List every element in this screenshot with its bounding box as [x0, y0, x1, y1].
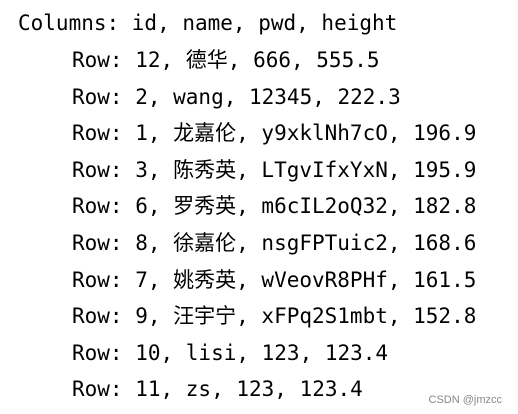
result-row: Row: 6, 罗秀英, m6cIL2oQ32, 182.8	[72, 194, 477, 218]
result-row: Row: 8, 徐嘉伦, nsgFPTuic2, 168.6	[72, 231, 477, 255]
result-row: Row: 2, wang, 12345, 222.3	[72, 85, 401, 109]
result-row: Row: 7, 姚秀英, wVeovR8PHf, 161.5	[72, 268, 477, 292]
columns-header: Columns: id, name, pwd, height	[18, 11, 398, 35]
result-row: Row: 10, lisi, 123, 123.4	[72, 341, 389, 365]
result-row: Row: 3, 陈秀英, LTgvIfxYxN, 195.9	[72, 158, 477, 182]
result-row: Row: 12, 德华, 666, 555.5	[72, 48, 380, 72]
watermark-text: CSDN @jmzcc	[428, 394, 503, 406]
result-row: Row: 1, 龙嘉伦, y9xklNh7cO, 196.9	[72, 121, 477, 145]
result-row: Row: 11, zs, 123, 123.4	[72, 377, 363, 401]
result-row: Row: 9, 汪宇宁, xFPq2S1mbt, 152.8	[72, 304, 477, 328]
